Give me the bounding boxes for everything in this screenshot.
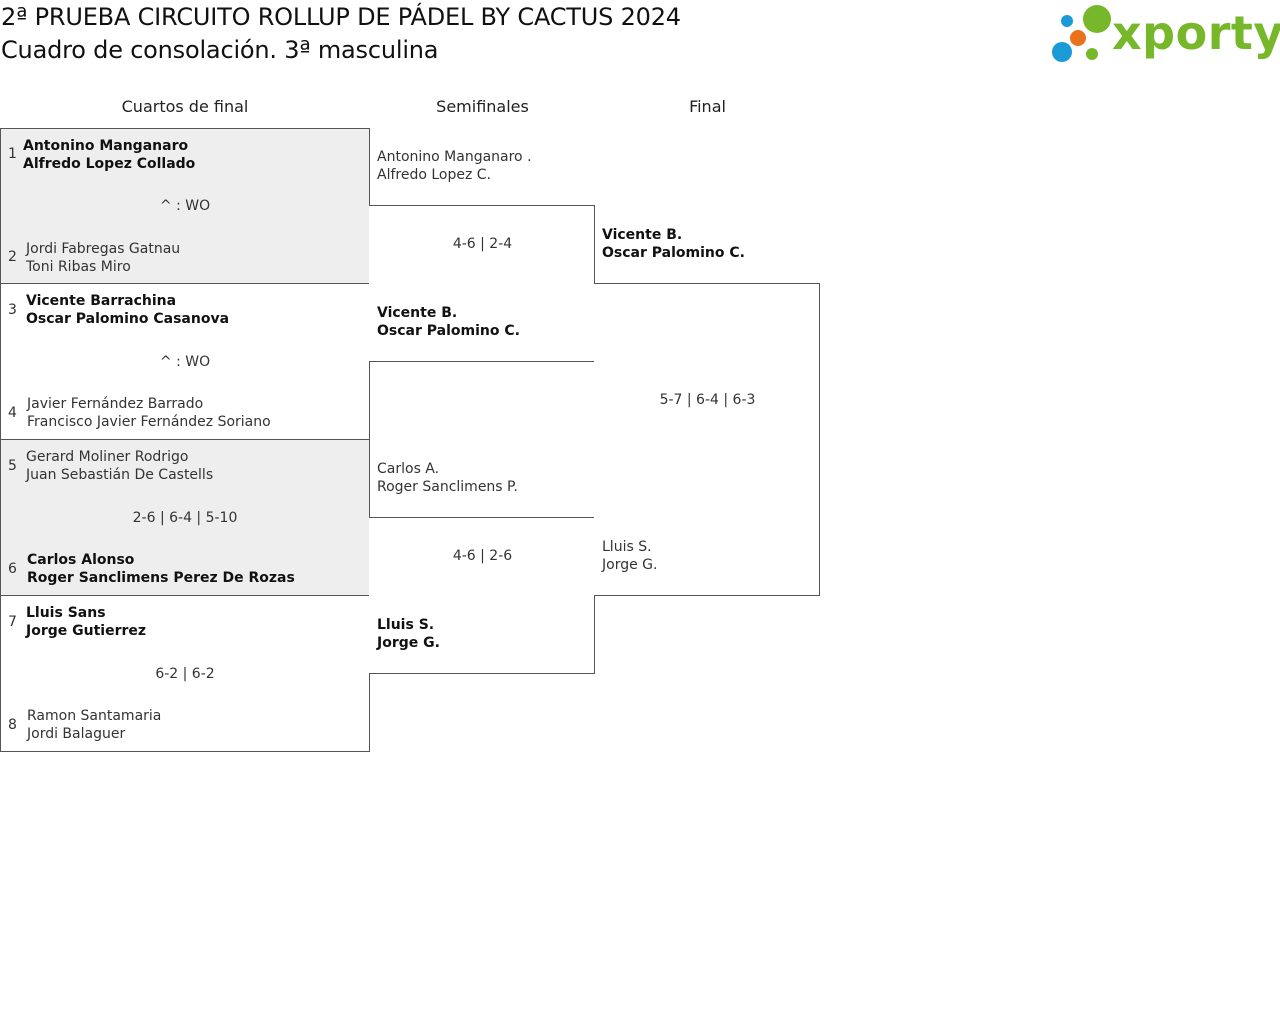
team-a: Lluis Sans Jorge Gutierrez <box>26 604 146 640</box>
match-score: 2-6 | 6-4 | 5-10 <box>132 510 238 526</box>
final-bracket <box>594 283 820 596</box>
player-name: Antonino Manganaro . <box>377 149 532 165</box>
semifinal-2-team-a: Carlos A. Roger Sanclimens P. <box>377 460 518 496</box>
player-name: Jordi Balaguer <box>27 726 126 742</box>
quarterfinal-match-3: 5 Gerard Moliner Rodrigo Juan Sebastián … <box>0 439 370 596</box>
player-name: Oscar Palomino C. <box>377 323 520 339</box>
seed-number: 4 <box>8 405 17 421</box>
player-name: Carlos A. <box>377 461 440 477</box>
player-name: Lluis S. <box>377 617 435 633</box>
team-b: Ramon Santamaria Jordi Balaguer <box>27 707 161 743</box>
player-name: Jordi Fabregas Gatnau <box>26 241 181 257</box>
team-b: Javier Fernández Barrado Francisco Javie… <box>27 395 271 431</box>
final-team-b: Lluis S. Jorge G. <box>602 538 657 574</box>
player-name: Toni Ribas Miro <box>26 259 131 275</box>
player-name: Javier Fernández Barrado <box>27 396 204 412</box>
logo-dot-blue-small-icon <box>1061 15 1073 27</box>
player-name: Roger Sanclimens Perez De Rozas <box>27 570 295 586</box>
quarterfinal-match-1: 1 Antonino Manganaro Alfredo Lopez Colla… <box>0 128 370 285</box>
player-name: Alfredo Lopez Collado <box>23 156 196 172</box>
final-team-a: Vicente B. Oscar Palomino C. <box>602 226 745 262</box>
semifinal-2-score: 4-6 | 2-6 <box>452 548 513 564</box>
round-label-final: Final <box>689 97 726 116</box>
team-a: Vicente Barrachina Oscar Palomino Casano… <box>26 292 229 328</box>
player-name: Juan Sebastián De Castells <box>26 467 214 483</box>
player-name: Alfredo Lopez C. <box>377 167 492 183</box>
seed-number: 3 <box>8 302 17 318</box>
team-a: Antonino Manganaro Alfredo Lopez Collado <box>23 137 195 173</box>
player-name: Vicente Barrachina <box>26 293 177 309</box>
match-score: ^ : WO <box>159 198 211 214</box>
semifinal-bracket-2 <box>369 517 595 674</box>
semifinal-1-score: 4-6 | 2-4 <box>452 236 513 252</box>
logo-dot-green-large-icon <box>1083 5 1111 33</box>
player-name: Oscar Palomino Casanova <box>26 311 230 327</box>
round-label-quarterfinals: Cuartos de final <box>121 97 249 116</box>
logo-wordmark: xporty <box>1112 6 1280 60</box>
match-score: ^ : WO <box>159 354 211 370</box>
seed-number: 5 <box>8 458 17 474</box>
player-name: Jorge G. <box>602 557 658 573</box>
seed-number: 6 <box>8 561 17 577</box>
logo-dot-blue-large-icon <box>1052 42 1072 62</box>
player-name: Oscar Palomino C. <box>602 245 745 261</box>
match-score: 6-2 | 6-2 <box>155 666 215 682</box>
player-name: Roger Sanclimens P. <box>377 479 518 495</box>
team-a: Gerard Moliner Rodrigo Juan Sebastián De… <box>26 448 213 484</box>
logo-dot-green-small-icon <box>1086 48 1098 60</box>
player-name: Jorge G. <box>377 635 440 651</box>
tournament-title: 2ª PRUEBA CIRCUITO ROLLUP DE PÁDEL BY CA… <box>1 3 681 31</box>
seed-number: 7 <box>8 614 17 630</box>
player-name: Francisco Javier Fernández Soriano <box>27 414 271 430</box>
seed-number: 1 <box>8 146 17 162</box>
player-name: Lluis S. <box>602 539 652 555</box>
semifinal-1-team-b: Vicente B. Oscar Palomino C. <box>377 304 520 340</box>
player-name: Gerard Moliner Rodrigo <box>26 449 189 465</box>
player-name: Vicente B. <box>377 305 458 321</box>
xporty-logo[interactable]: xporty <box>1050 4 1280 68</box>
semifinal-1-team-a: Antonino Manganaro . Alfredo Lopez C. <box>377 148 532 184</box>
semifinal-2-team-b: Lluis S. Jorge G. <box>377 616 440 652</box>
team-b: Jordi Fabregas Gatnau Toni Ribas Miro <box>26 240 180 276</box>
quarterfinal-match-2: 3 Vicente Barrachina Oscar Palomino Casa… <box>0 283 370 440</box>
player-name: Antonino Manganaro <box>23 138 189 154</box>
seed-number: 2 <box>8 249 17 265</box>
semifinal-bracket-1 <box>369 205 595 362</box>
team-b: Carlos Alonso Roger Sanclimens Perez De … <box>27 551 295 587</box>
player-name: Ramon Santamaria <box>27 708 162 724</box>
draw-subtitle: Cuadro de consolación. 3ª masculina <box>1 36 439 64</box>
round-label-semifinals: Semifinales <box>436 97 529 116</box>
player-name: Lluis Sans <box>26 605 106 621</box>
player-name: Carlos Alonso <box>27 552 135 568</box>
player-name: Jorge Gutierrez <box>26 623 147 639</box>
final-score: 5-7 | 6-4 | 6-3 <box>659 392 756 408</box>
player-name: Vicente B. <box>602 227 683 243</box>
seed-number: 8 <box>8 717 17 733</box>
logo-dot-orange-icon <box>1070 30 1086 46</box>
quarterfinal-match-4: 7 Lluis Sans Jorge Gutierrez 6-2 | 6-2 8… <box>0 595 370 752</box>
